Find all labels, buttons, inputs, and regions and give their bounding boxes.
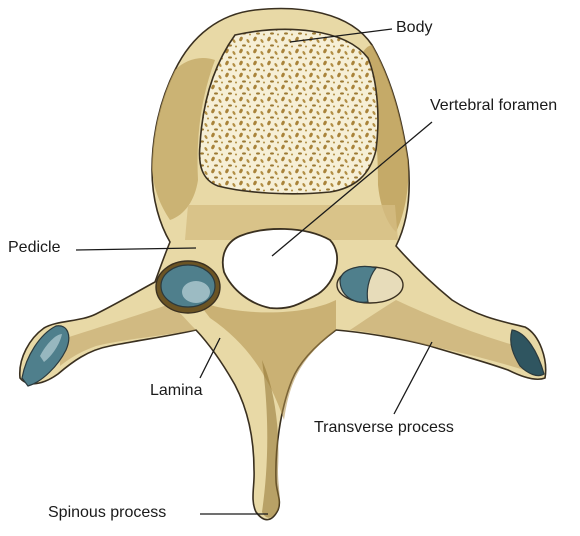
body-cancellous-bone [200, 29, 378, 193]
right-superior-facet [337, 267, 403, 304]
label-pedicle: Pedicle [8, 239, 60, 257]
label-lamina: Lamina [150, 382, 202, 400]
leader-line-transverse-process [394, 342, 432, 414]
label-vertebral-foramen: Vertebral foramen [430, 97, 557, 115]
left-superior-facet [156, 261, 220, 313]
label-transverse-process: Transverse process [314, 419, 454, 437]
label-body: Body [396, 19, 432, 37]
label-spinous-process: Spinous process [48, 504, 166, 522]
